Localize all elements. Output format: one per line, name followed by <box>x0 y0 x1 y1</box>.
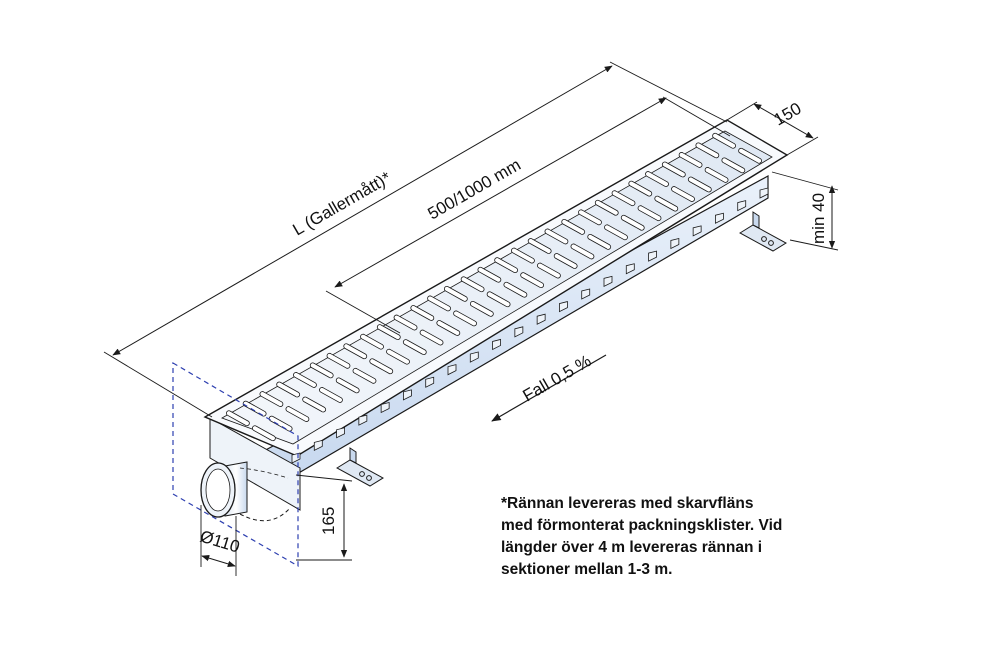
width-dimension <box>726 101 819 156</box>
height-dimension <box>295 474 353 561</box>
grate-slot <box>704 167 729 183</box>
min-height-label: min 40 <box>809 193 828 244</box>
spacing-label: 500/1000 mm <box>425 155 525 223</box>
delivery-note: *Rännan levereras med skarvfläns med för… <box>501 493 821 581</box>
flange-tab <box>670 237 680 250</box>
grate-slot <box>687 176 712 193</box>
mounting-foot-rear <box>739 211 787 252</box>
note-line: längder över 4 m levereras rännan i <box>501 539 763 556</box>
grate-slot <box>226 410 250 427</box>
mounting-foot-front <box>336 447 384 487</box>
height-label: 165 <box>319 507 338 535</box>
flange-tab <box>380 402 390 414</box>
grate-slot <box>285 406 310 422</box>
min-height-dimension <box>771 171 839 251</box>
grate-slot <box>369 358 394 375</box>
grate-slot <box>319 387 343 403</box>
note-line: *Rännan levereras med skarvfläns <box>501 495 754 512</box>
section-outline <box>172 361 299 568</box>
grate-slot <box>738 147 762 164</box>
grate-slot <box>293 372 317 388</box>
flange-tab <box>358 414 368 426</box>
spacing-dimension <box>325 96 731 334</box>
grate-slot <box>352 367 377 384</box>
grate-slot <box>276 381 301 398</box>
grate-slot <box>259 391 284 407</box>
grate-slot <box>712 132 736 149</box>
note-line: sektioner mellan 1-3 m. <box>501 561 673 578</box>
grate-slot <box>678 152 703 168</box>
grate-slot <box>309 362 334 379</box>
flange-tab <box>336 427 345 439</box>
grate-slot <box>695 142 720 159</box>
grate-slot <box>268 415 293 432</box>
flange-tab <box>425 376 435 388</box>
flange-tab <box>737 200 747 212</box>
grate-slot <box>302 396 327 413</box>
grate-slot <box>252 425 276 442</box>
flange-tab <box>313 439 323 452</box>
width-label: 150 <box>771 99 805 130</box>
grate-slot <box>721 157 746 174</box>
outlet-pipe <box>200 461 291 522</box>
diameter-dimension <box>200 505 237 576</box>
channel-end-face <box>209 417 301 511</box>
diameter-label: Ø110 <box>198 527 242 557</box>
fall-label: Fall 0,5 % <box>520 351 595 405</box>
note-line: med förmonterat packningsklister. Vid <box>501 517 783 534</box>
grate-slot <box>671 186 695 202</box>
grate-slot <box>335 377 360 394</box>
length-label: L (Gallermått)* <box>290 168 395 240</box>
fall-arrow <box>491 354 607 422</box>
flange-tab <box>692 225 702 237</box>
flange-tab <box>447 364 457 376</box>
flange-tab <box>759 187 769 199</box>
flange-tab <box>715 212 724 224</box>
flange-tab <box>403 389 412 401</box>
